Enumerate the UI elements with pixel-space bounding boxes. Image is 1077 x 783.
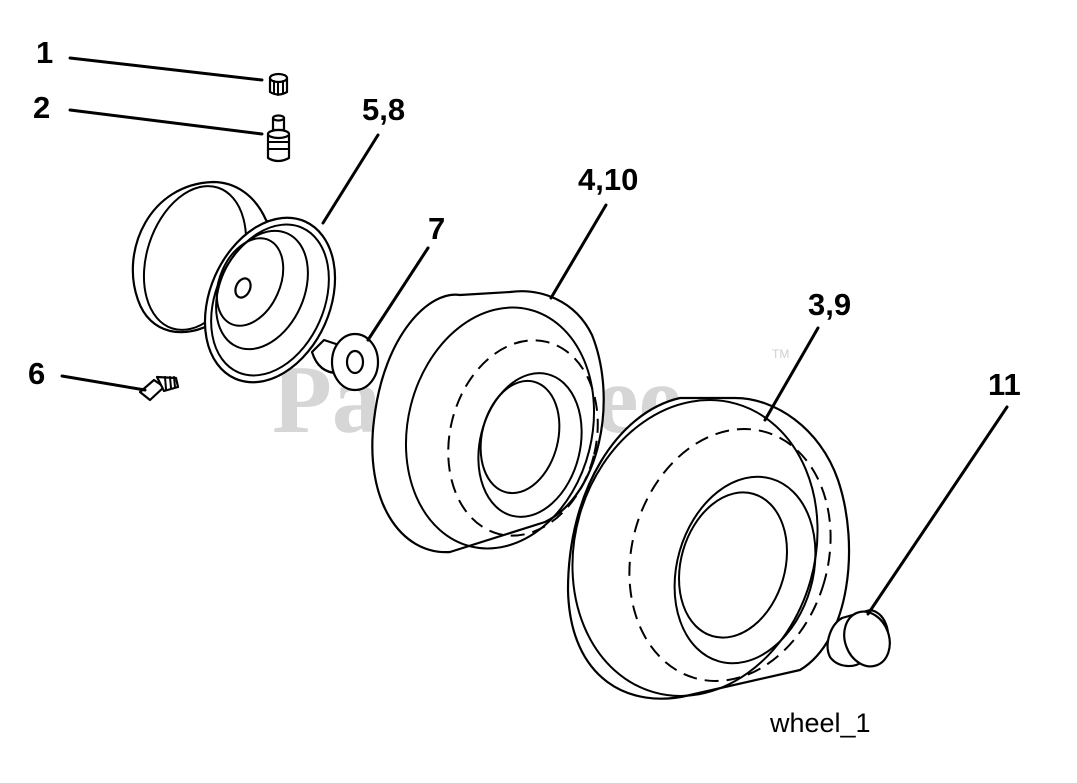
callout-7: 7 bbox=[428, 211, 445, 246]
leader-line-3-9 bbox=[763, 326, 820, 422]
part-cap bbox=[826, 608, 891, 668]
part-valve-stem bbox=[266, 114, 291, 163]
leader-line-5-8 bbox=[321, 133, 380, 225]
callout-1: 1 bbox=[36, 35, 53, 70]
callout-3-9: 3,9 bbox=[808, 287, 851, 322]
part-wheel-rim bbox=[131, 180, 337, 384]
leader-line-4-10 bbox=[549, 203, 608, 300]
leader-line-6 bbox=[60, 374, 147, 392]
callout-4-10: 4,10 bbox=[578, 162, 638, 197]
part-rear-tire bbox=[566, 396, 851, 700]
leader-line-11 bbox=[866, 405, 1009, 616]
callout-5-8: 5,8 bbox=[362, 92, 405, 127]
callout-11: 11 bbox=[988, 367, 1021, 402]
part-grease-fitting bbox=[138, 375, 180, 402]
diagram-caption: wheel_1 bbox=[769, 708, 871, 738]
watermark-trademark: TM bbox=[772, 347, 789, 361]
callout-2: 2 bbox=[33, 90, 50, 125]
leader-line-2 bbox=[68, 108, 264, 136]
leader-line-7 bbox=[366, 246, 430, 342]
part-bushing bbox=[310, 332, 380, 392]
callout-6: 6 bbox=[28, 356, 45, 391]
part-valve-cap bbox=[268, 72, 289, 96]
leader-line-1 bbox=[68, 56, 264, 82]
part-front-tire bbox=[371, 290, 605, 554]
